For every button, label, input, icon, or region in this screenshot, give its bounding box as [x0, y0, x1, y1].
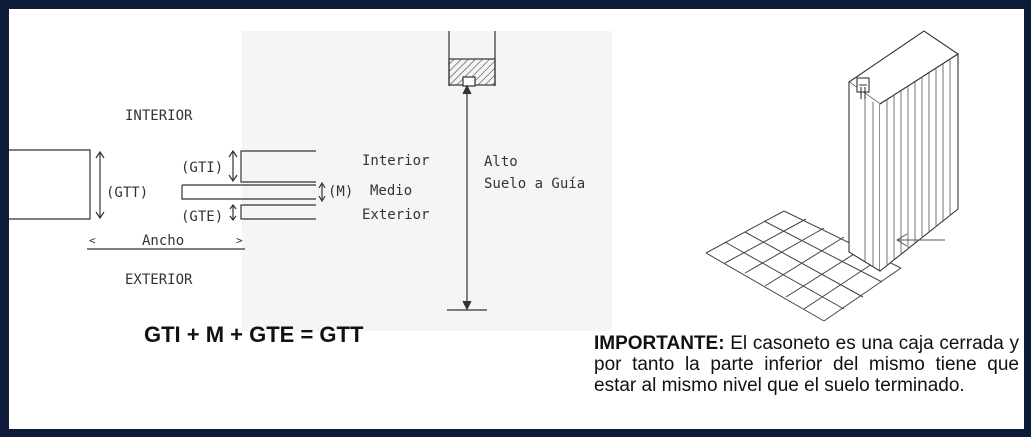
interior-title: INTERIOR: [125, 108, 193, 124]
middle-channel-profile: [181, 184, 316, 200]
exterior-title: EXTERIOR: [125, 272, 193, 288]
gte-label: (GTE): [181, 209, 224, 225]
important-note-body: El casoneto es una caja cerrada y por ta…: [594, 333, 1019, 396]
gtt-arrow-bottom: [95, 211, 105, 220]
alto-arrow-bottom: [462, 300, 472, 311]
ancho-left-mark: <: [89, 234, 96, 247]
level-arrow: [896, 233, 945, 247]
important-note: IMPORTANTE: El casoneto es una caja cerr…: [594, 333, 1019, 396]
formula-text: GTI + M + GTE = GTT: [144, 322, 364, 347]
m-arrows: [318, 181, 326, 203]
important-note-heading: IMPORTANTE:: [594, 333, 725, 354]
diagram-frame: INTERIOR (GTI) (GTT) (M) (GTE) Interior …: [9, 9, 1024, 429]
gti-label: (GTI): [181, 160, 224, 176]
technical-drawing: [9, 30, 959, 322]
diagram-background-panel: [242, 31, 612, 331]
alto-label: Alto: [484, 154, 518, 170]
wall-section-drawing: [9, 149, 326, 250]
m-label: (M): [328, 184, 354, 200]
gti-arrows: [228, 149, 238, 183]
exterior-label: Exterior: [362, 207, 430, 223]
interior-guide-profile: [240, 150, 316, 183]
gtt-label: (GTT): [106, 185, 149, 201]
suelo-guia-label: Suelo a Guía: [484, 176, 586, 192]
ancho-right-mark: >: [236, 234, 243, 247]
isometric-drawing: [705, 30, 959, 322]
medio-label: Medio: [370, 183, 413, 199]
height-drawing: [447, 31, 496, 311]
alto-arrow-top: [462, 84, 472, 95]
gte-arrows: [229, 204, 237, 221]
gtt-arrow-top: [95, 150, 105, 159]
guide-slot: [462, 76, 476, 87]
ancho-label: Ancho: [142, 233, 185, 249]
casoneto-box: [848, 30, 959, 272]
exterior-guide-profile: [240, 204, 316, 220]
interior-label: Interior: [362, 153, 430, 169]
wall-left-block: [9, 149, 91, 220]
